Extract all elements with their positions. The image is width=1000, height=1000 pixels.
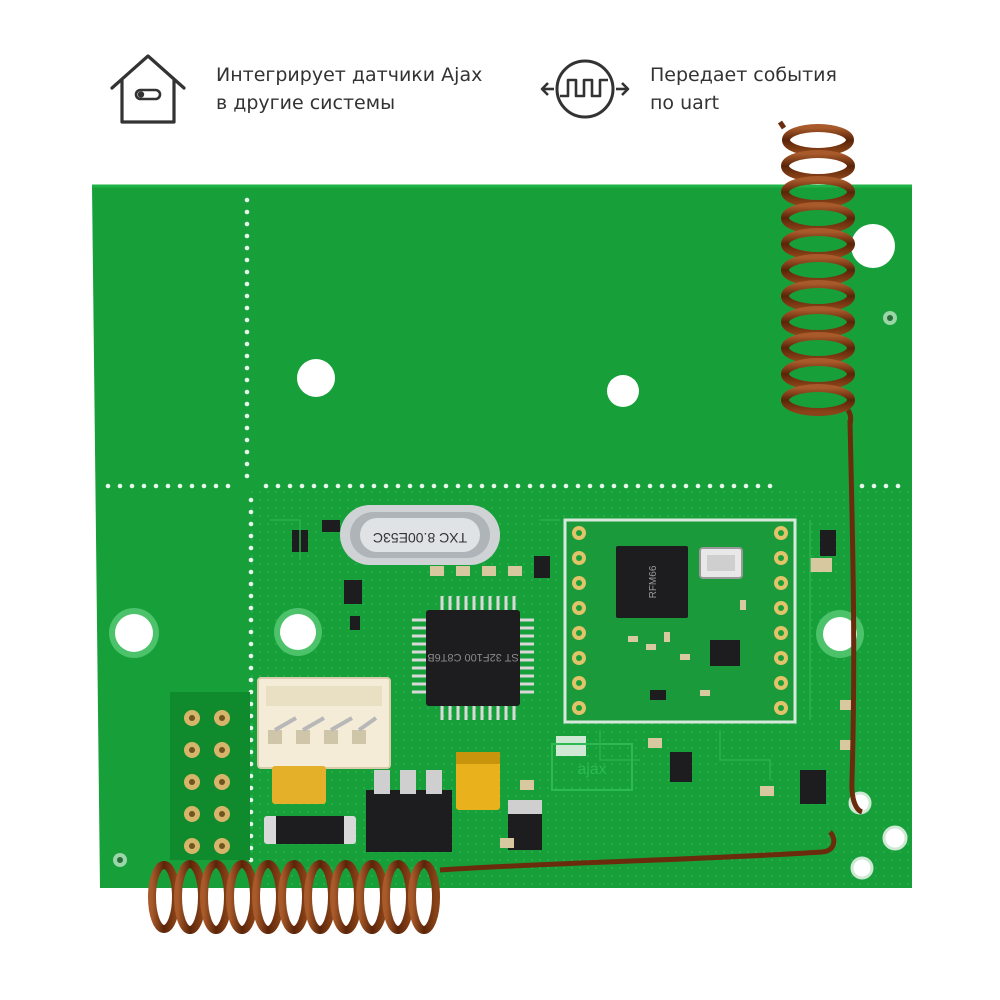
rf-chip-label: RFM66 — [648, 565, 659, 598]
antenna-horizontal — [148, 830, 837, 934]
brand-silk-label: ajax — [577, 761, 606, 778]
rf-module: RFM66 — [563, 518, 797, 724]
smd-components — [292, 520, 854, 848]
mcu-label: ST 32F100 C8T6B — [427, 651, 519, 663]
antenna-vertical — [777, 120, 864, 815]
feature-integration-text: Интегрирует датчики Ajax в другие систем… — [216, 61, 482, 117]
pin-header — [170, 692, 250, 860]
uart-signal-icon — [540, 52, 630, 126]
feature-uart-text: Передает события по uart — [650, 61, 837, 117]
feature-uart-line-2: по uart — [650, 92, 720, 114]
crystal-label: TXC 8.00E53C — [373, 530, 467, 546]
mcu-chip: ST 32F100 C8T6B — [412, 596, 534, 720]
feature-integration: Интегрирует датчики Ajax в другие систем… — [108, 52, 482, 126]
pcb-traces — [270, 519, 811, 780]
feature-uart: Передает события по uart — [540, 52, 837, 126]
crystal-oscillator: TXC 8.00E53C — [340, 505, 500, 565]
feature-integration-line-1: Интегрирует датчики Ajax — [216, 64, 483, 86]
house-integration-icon — [108, 52, 188, 126]
feature-integration-line-2: в другие системы — [216, 92, 396, 114]
perforation-horizontal — [105, 483, 901, 489]
power-components — [264, 752, 542, 852]
feature-uart-line-1: Передает события — [650, 64, 837, 86]
white-connector — [257, 677, 391, 769]
silkscreen-brand: ajax — [551, 743, 633, 791]
